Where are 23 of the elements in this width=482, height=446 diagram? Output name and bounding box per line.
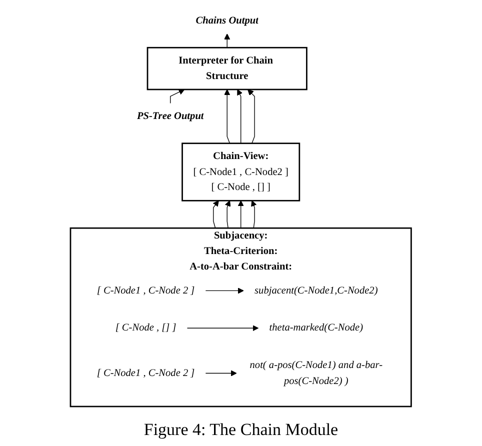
arrow: [170, 89, 185, 104]
arrow: [187, 325, 259, 332]
arrow: [224, 89, 230, 144]
arrow: [238, 200, 244, 228]
arrow: [224, 34, 230, 48]
figure-caption: Figure 4: The Chain Module: [142, 420, 340, 440]
arrow: [225, 200, 231, 228]
node-text: [ C-Node1 , C-Node 2 ]: [97, 285, 195, 296]
node-text: PS-Tree Output: [137, 110, 204, 122]
node-text: subjacent(C-Node1,C-Node2): [254, 285, 378, 296]
node-box: Chain-View: [ C-Node1 , C-Node2 ] [ C-Node , [] ]: [182, 142, 300, 202]
arrow: [251, 200, 257, 228]
arrow: [205, 370, 237, 376]
arrow: [213, 200, 220, 228]
arrow: [237, 89, 243, 144]
arrow: [248, 89, 256, 144]
node-box: Interpreter for Chain Structure: [146, 46, 308, 90]
node-text: theta-marked(C-Node): [269, 322, 364, 334]
node-text: not( a-pos(C-Node1) and a-bar-pos(C-Node2) ): [250, 360, 383, 386]
node-text: Chains Output: [196, 15, 259, 26]
node-text: [ C-Node1 , C-Node 2 ]: [97, 368, 195, 379]
arrow: [205, 288, 244, 294]
node-text: [ C-Node , [] ]: [116, 322, 176, 334]
